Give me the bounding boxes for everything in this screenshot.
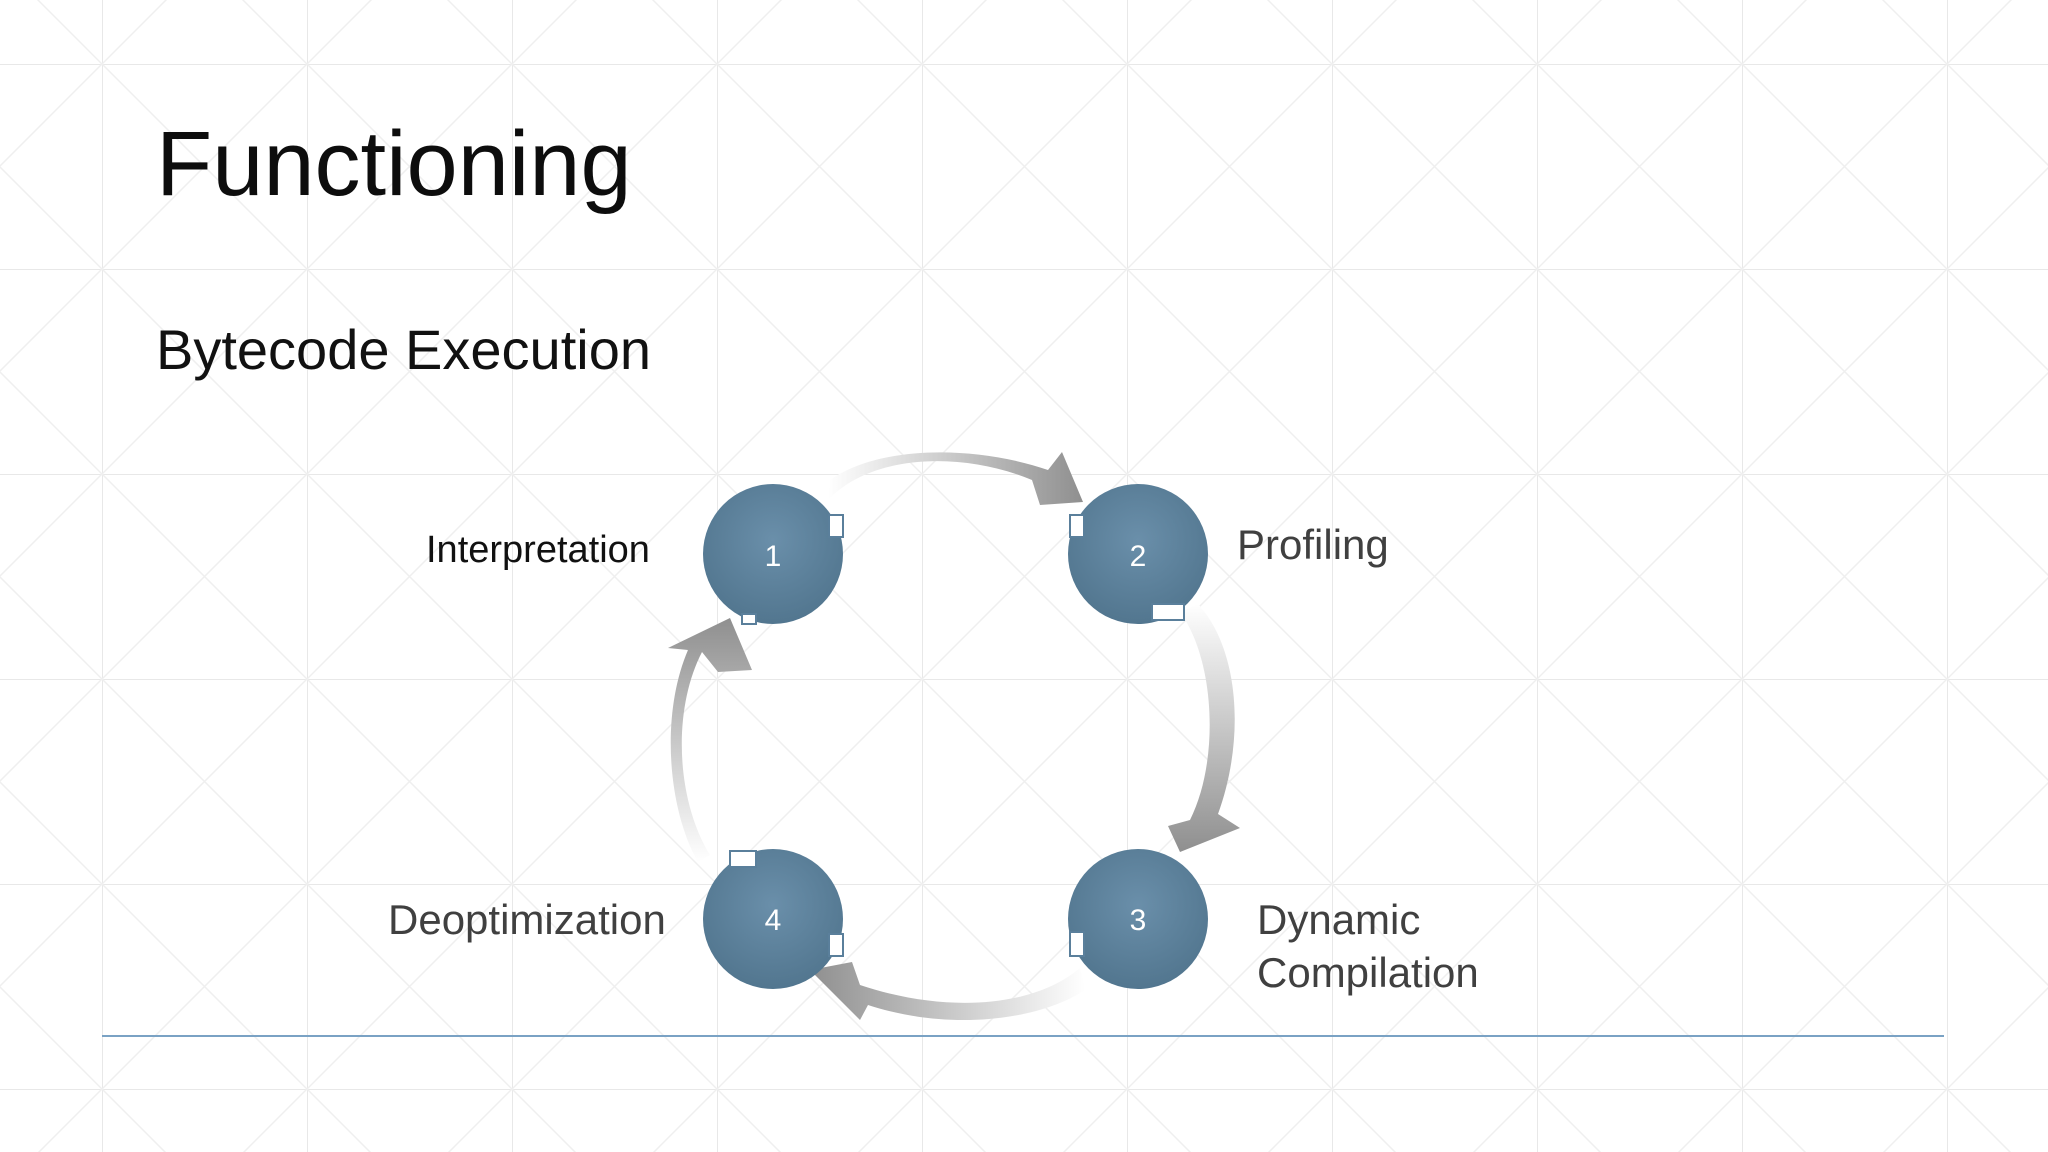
step-node-2: 2 bbox=[1068, 484, 1208, 624]
footer-divider bbox=[102, 1035, 1944, 1037]
step-number-2: 2 bbox=[1130, 540, 1147, 573]
slide-subtitle: Bytecode Execution bbox=[156, 318, 651, 381]
arrow-3-to-4 bbox=[810, 962, 1085, 1021]
arrow-2-to-3 bbox=[1168, 604, 1240, 852]
step-node-3: 3 bbox=[1068, 849, 1208, 989]
step-node-1: 1 bbox=[703, 484, 844, 625]
step-label-interpretation: Interpretation bbox=[426, 529, 650, 571]
step-label-dynamic-compilation: Dynamic Compilation bbox=[1257, 894, 1479, 999]
arrow-1-to-2 bbox=[828, 452, 1083, 505]
step-label-dynamic-line: Dynamic bbox=[1257, 896, 1421, 943]
slide-title: Functioning bbox=[156, 113, 632, 215]
step-number-4: 4 bbox=[765, 904, 782, 937]
step-number-3: 3 bbox=[1130, 904, 1147, 937]
step-label-deoptimization: Deoptimization bbox=[388, 896, 666, 943]
step-label-profiling: Profiling bbox=[1237, 521, 1389, 568]
step-label-compilation-line: Compilation bbox=[1257, 948, 1479, 996]
arrow-4-to-1 bbox=[668, 618, 752, 862]
step-node-4: 4 bbox=[703, 849, 844, 989]
step-number-1: 1 bbox=[765, 540, 782, 573]
